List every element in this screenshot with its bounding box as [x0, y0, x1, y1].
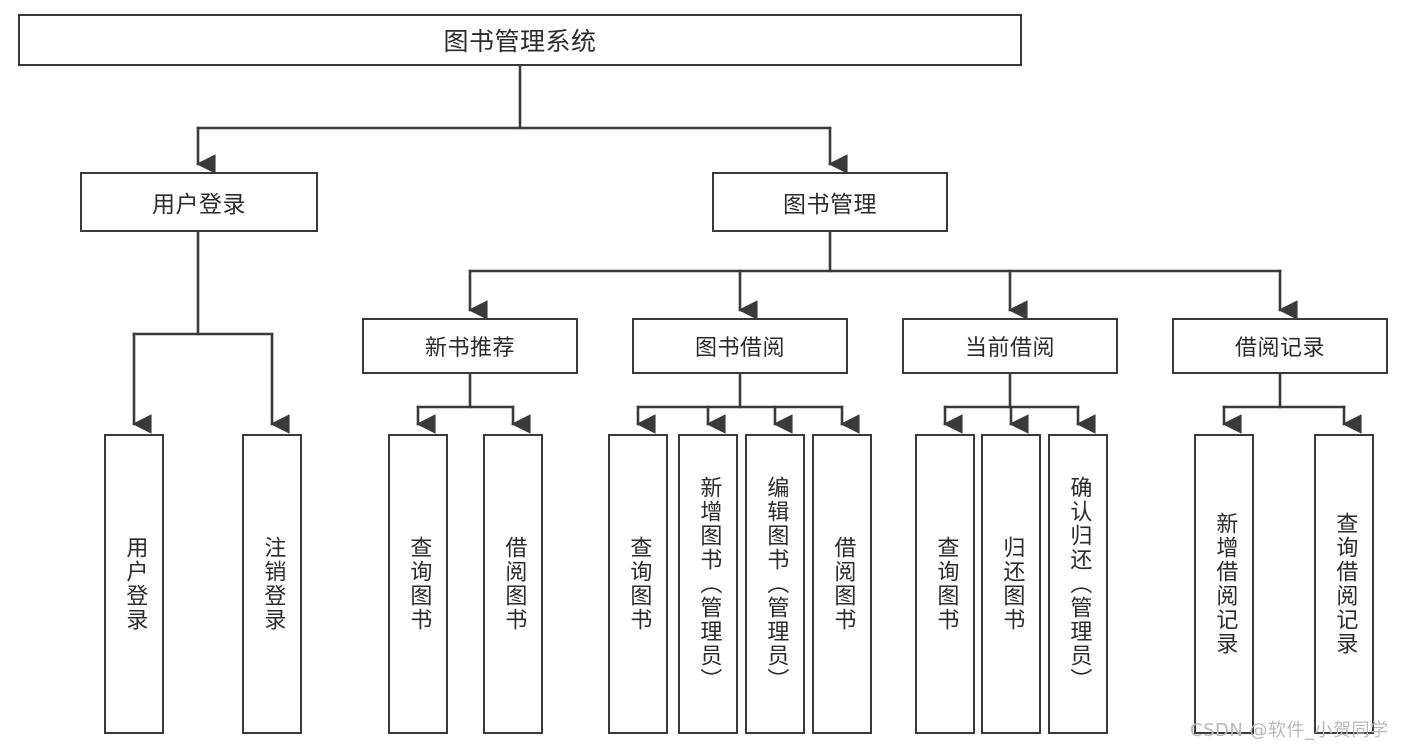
leaf-borrow-book-recommend[interactable]: 借阅图书	[483, 434, 543, 734]
node-label: 查询借阅记录	[1332, 512, 1358, 656]
node-label: 查询图书	[933, 536, 959, 632]
leaf-query-book-borrow[interactable]: 查询图书	[608, 434, 668, 734]
leaf-edit-book-admin[interactable]: 编辑图书（管理员）	[745, 434, 805, 734]
node-label: 借阅记录	[1234, 336, 1325, 361]
node-label: 借阅图书	[830, 536, 856, 632]
node-new-book-recommend[interactable]: 新书推荐	[362, 318, 578, 374]
leaf-query-borrow-record[interactable]: 查询借阅记录	[1314, 434, 1374, 734]
node-label: 图书借阅	[694, 336, 785, 361]
node-label: 当前借阅	[964, 336, 1055, 361]
leaf-add-borrow-record[interactable]: 新增借阅记录	[1194, 434, 1254, 734]
node-user-login[interactable]: 用户登录	[80, 172, 318, 232]
leaf-confirm-return-admin[interactable]: 确认归还（管理员）	[1048, 434, 1108, 734]
node-label: 归还图书	[999, 536, 1025, 632]
node-label: 查询图书	[626, 536, 652, 632]
leaf-query-book-recommend[interactable]: 查询图书	[388, 434, 448, 734]
node-label: 查询图书	[406, 536, 432, 632]
node-book-management-system[interactable]: 图书管理系统	[18, 14, 1022, 66]
leaf-user-login[interactable]: 用户登录	[104, 434, 164, 734]
node-label: 新书推荐	[424, 336, 515, 361]
node-borrow-record[interactable]: 借阅记录	[1172, 318, 1388, 374]
leaf-query-book-current[interactable]: 查询图书	[915, 434, 975, 734]
leaf-borrow-book[interactable]: 借阅图书	[812, 434, 872, 734]
node-book-management[interactable]: 图书管理	[712, 172, 948, 232]
node-label: 新增借阅记录	[1212, 512, 1238, 656]
node-label: 注销登录	[260, 536, 286, 632]
node-current-borrow[interactable]: 当前借阅	[902, 318, 1118, 374]
node-label: 新增图书（管理员）	[696, 476, 722, 692]
leaf-logout[interactable]: 注销登录	[242, 434, 302, 734]
node-label: 借阅图书	[501, 536, 527, 632]
node-label: 图书管理	[783, 192, 877, 218]
node-label: 图书管理系统	[443, 27, 597, 56]
leaf-add-book-admin[interactable]: 新增图书（管理员）	[678, 434, 738, 734]
node-label: 确认归还（管理员）	[1066, 476, 1092, 692]
leaf-return-book[interactable]: 归还图书	[981, 434, 1041, 734]
node-label: 用户登录	[122, 536, 148, 632]
node-label: 编辑图书（管理员）	[763, 476, 789, 692]
csdn-watermark: CSDN @软件_小贺同学	[1190, 720, 1389, 741]
node-label: 用户登录	[152, 192, 246, 218]
node-book-borrow[interactable]: 图书借阅	[632, 318, 848, 374]
